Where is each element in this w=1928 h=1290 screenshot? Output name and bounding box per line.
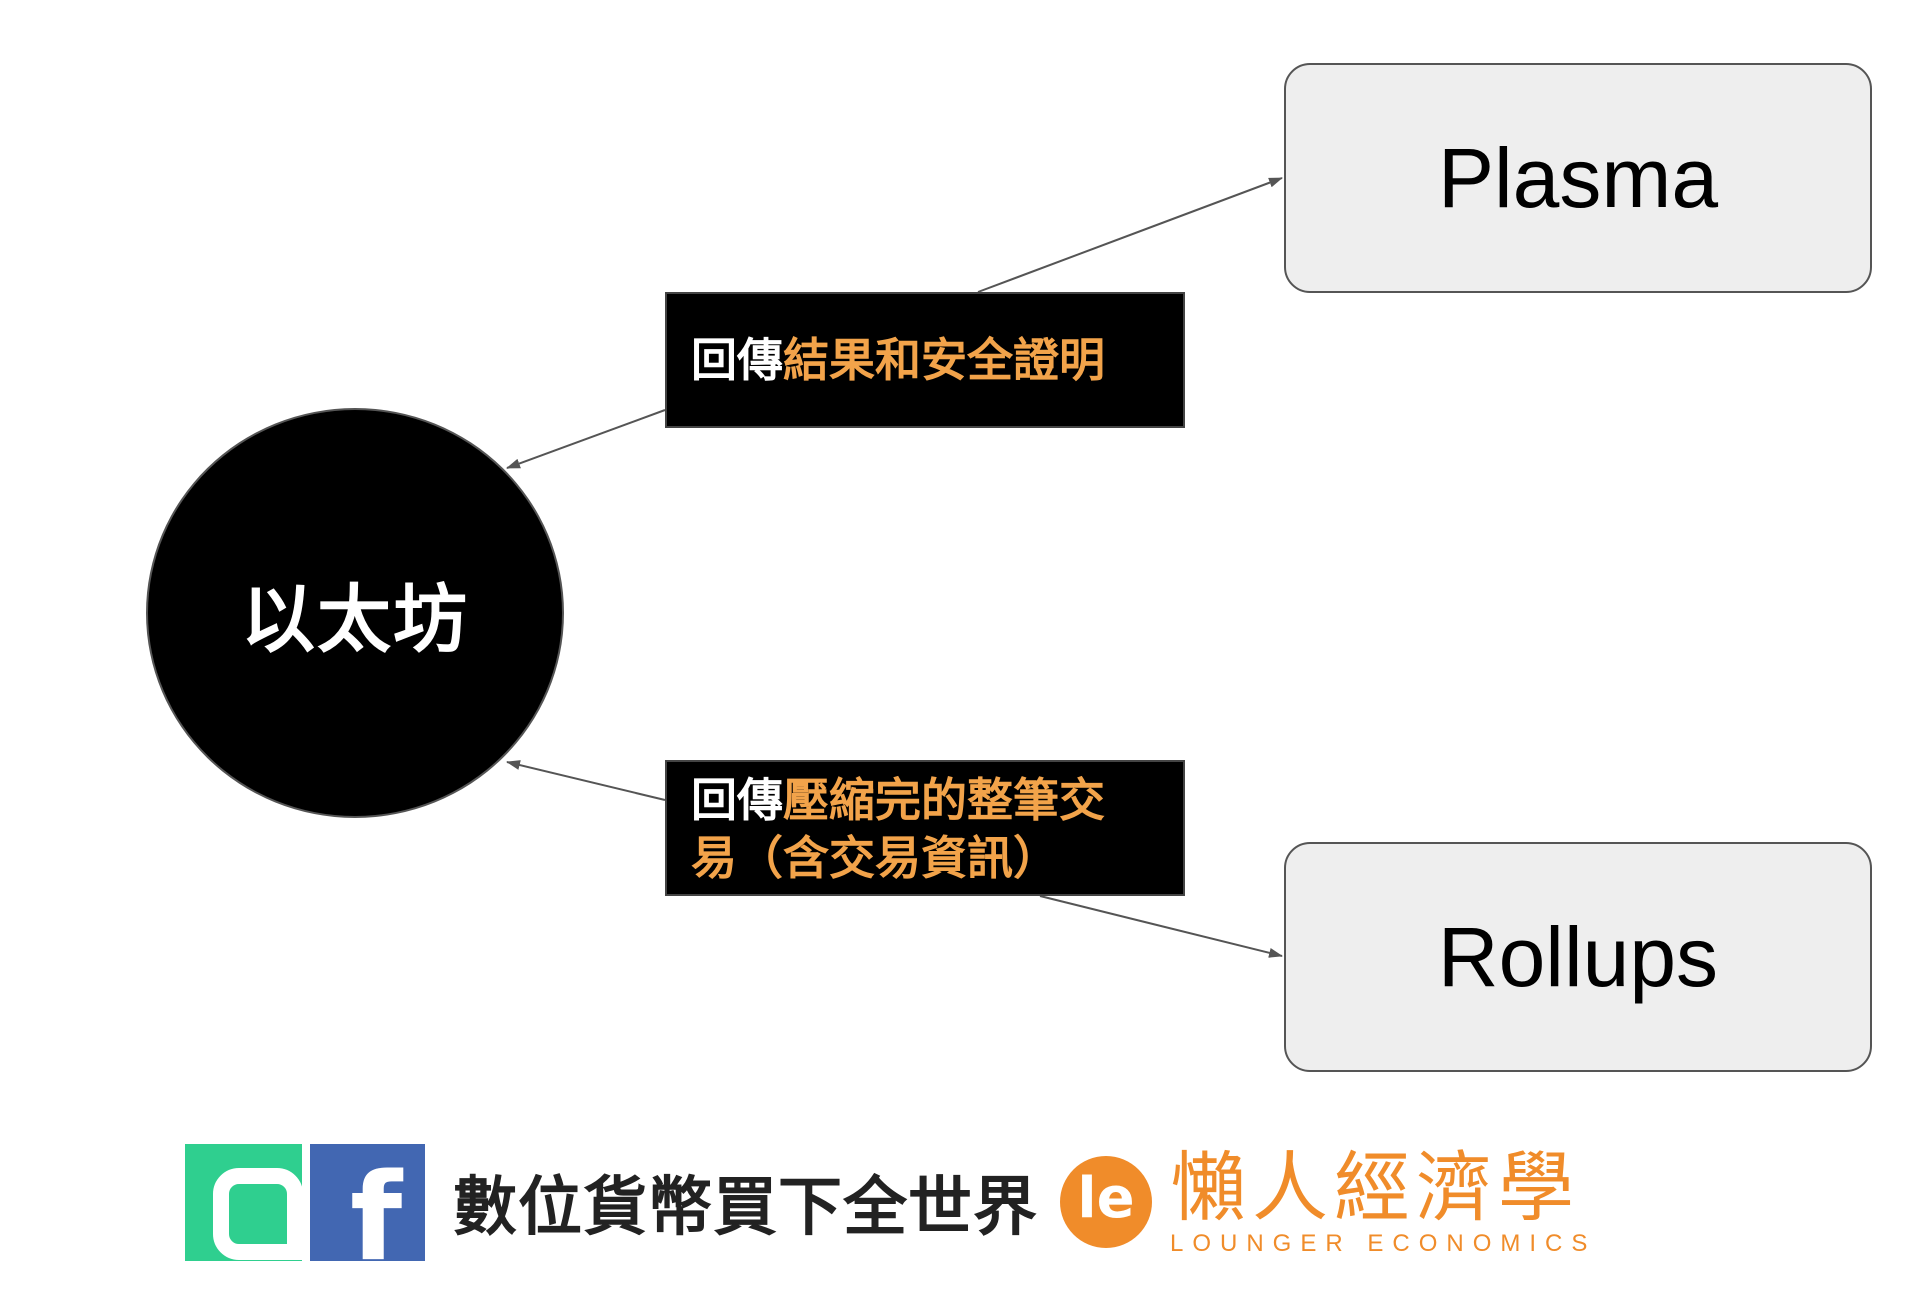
edge-label-plasma: 回傳結果和安全證明 bbox=[665, 292, 1185, 428]
edge-label-bottom-to-rollups bbox=[1039, 895, 1283, 958]
footer-banner: f 數位貨幣買下全世界 le 懶人經濟學 LOUNGER ECONOMICS bbox=[185, 1142, 1596, 1262]
edge-label-top-to-plasma bbox=[977, 177, 1283, 293]
edge-label-plasma-prefix: 回傳 bbox=[691, 333, 783, 387]
edge-label-rollups: 回傳壓縮完的整筆交 易（含交易資訊） bbox=[665, 760, 1185, 896]
edge-label-bottom-to-ethereum bbox=[506, 760, 666, 801]
brand-logo: le 懶人經濟學 LOUNGER ECONOMICS bbox=[1060, 1146, 1596, 1258]
brand-name: 懶人經濟學 bbox=[1170, 1143, 1580, 1232]
brand-mark-icon: le bbox=[1060, 1156, 1152, 1248]
edge-label-top-to-ethereum bbox=[506, 409, 666, 469]
ethereum-node-label: 以太坊 bbox=[241, 576, 469, 663]
edge-label-rollups-highlight-line1: 壓縮完的整筆交 bbox=[783, 773, 1105, 827]
app-logo-icon bbox=[185, 1143, 303, 1261]
edge-label-plasma-highlight: 結果和安全證明 bbox=[783, 333, 1105, 387]
rollups-node-label: Rollups bbox=[1437, 909, 1719, 1004]
ethereum-node: 以太坊 bbox=[146, 408, 564, 818]
plasma-node: Plasma bbox=[1284, 63, 1872, 293]
brand-english-name: LOUNGER ECONOMICS bbox=[1170, 1230, 1597, 1257]
footer-slogan: 數位貨幣買下全世界 bbox=[453, 1171, 1038, 1245]
edge-label-rollups-highlight-line2: 易（含交易資訊） bbox=[691, 831, 1059, 885]
facebook-icon: f bbox=[310, 1143, 425, 1261]
edge-label-rollups-prefix: 回傳 bbox=[691, 773, 783, 827]
plasma-node-label: Plasma bbox=[1437, 130, 1719, 225]
rollups-node: Rollups bbox=[1284, 842, 1872, 1072]
